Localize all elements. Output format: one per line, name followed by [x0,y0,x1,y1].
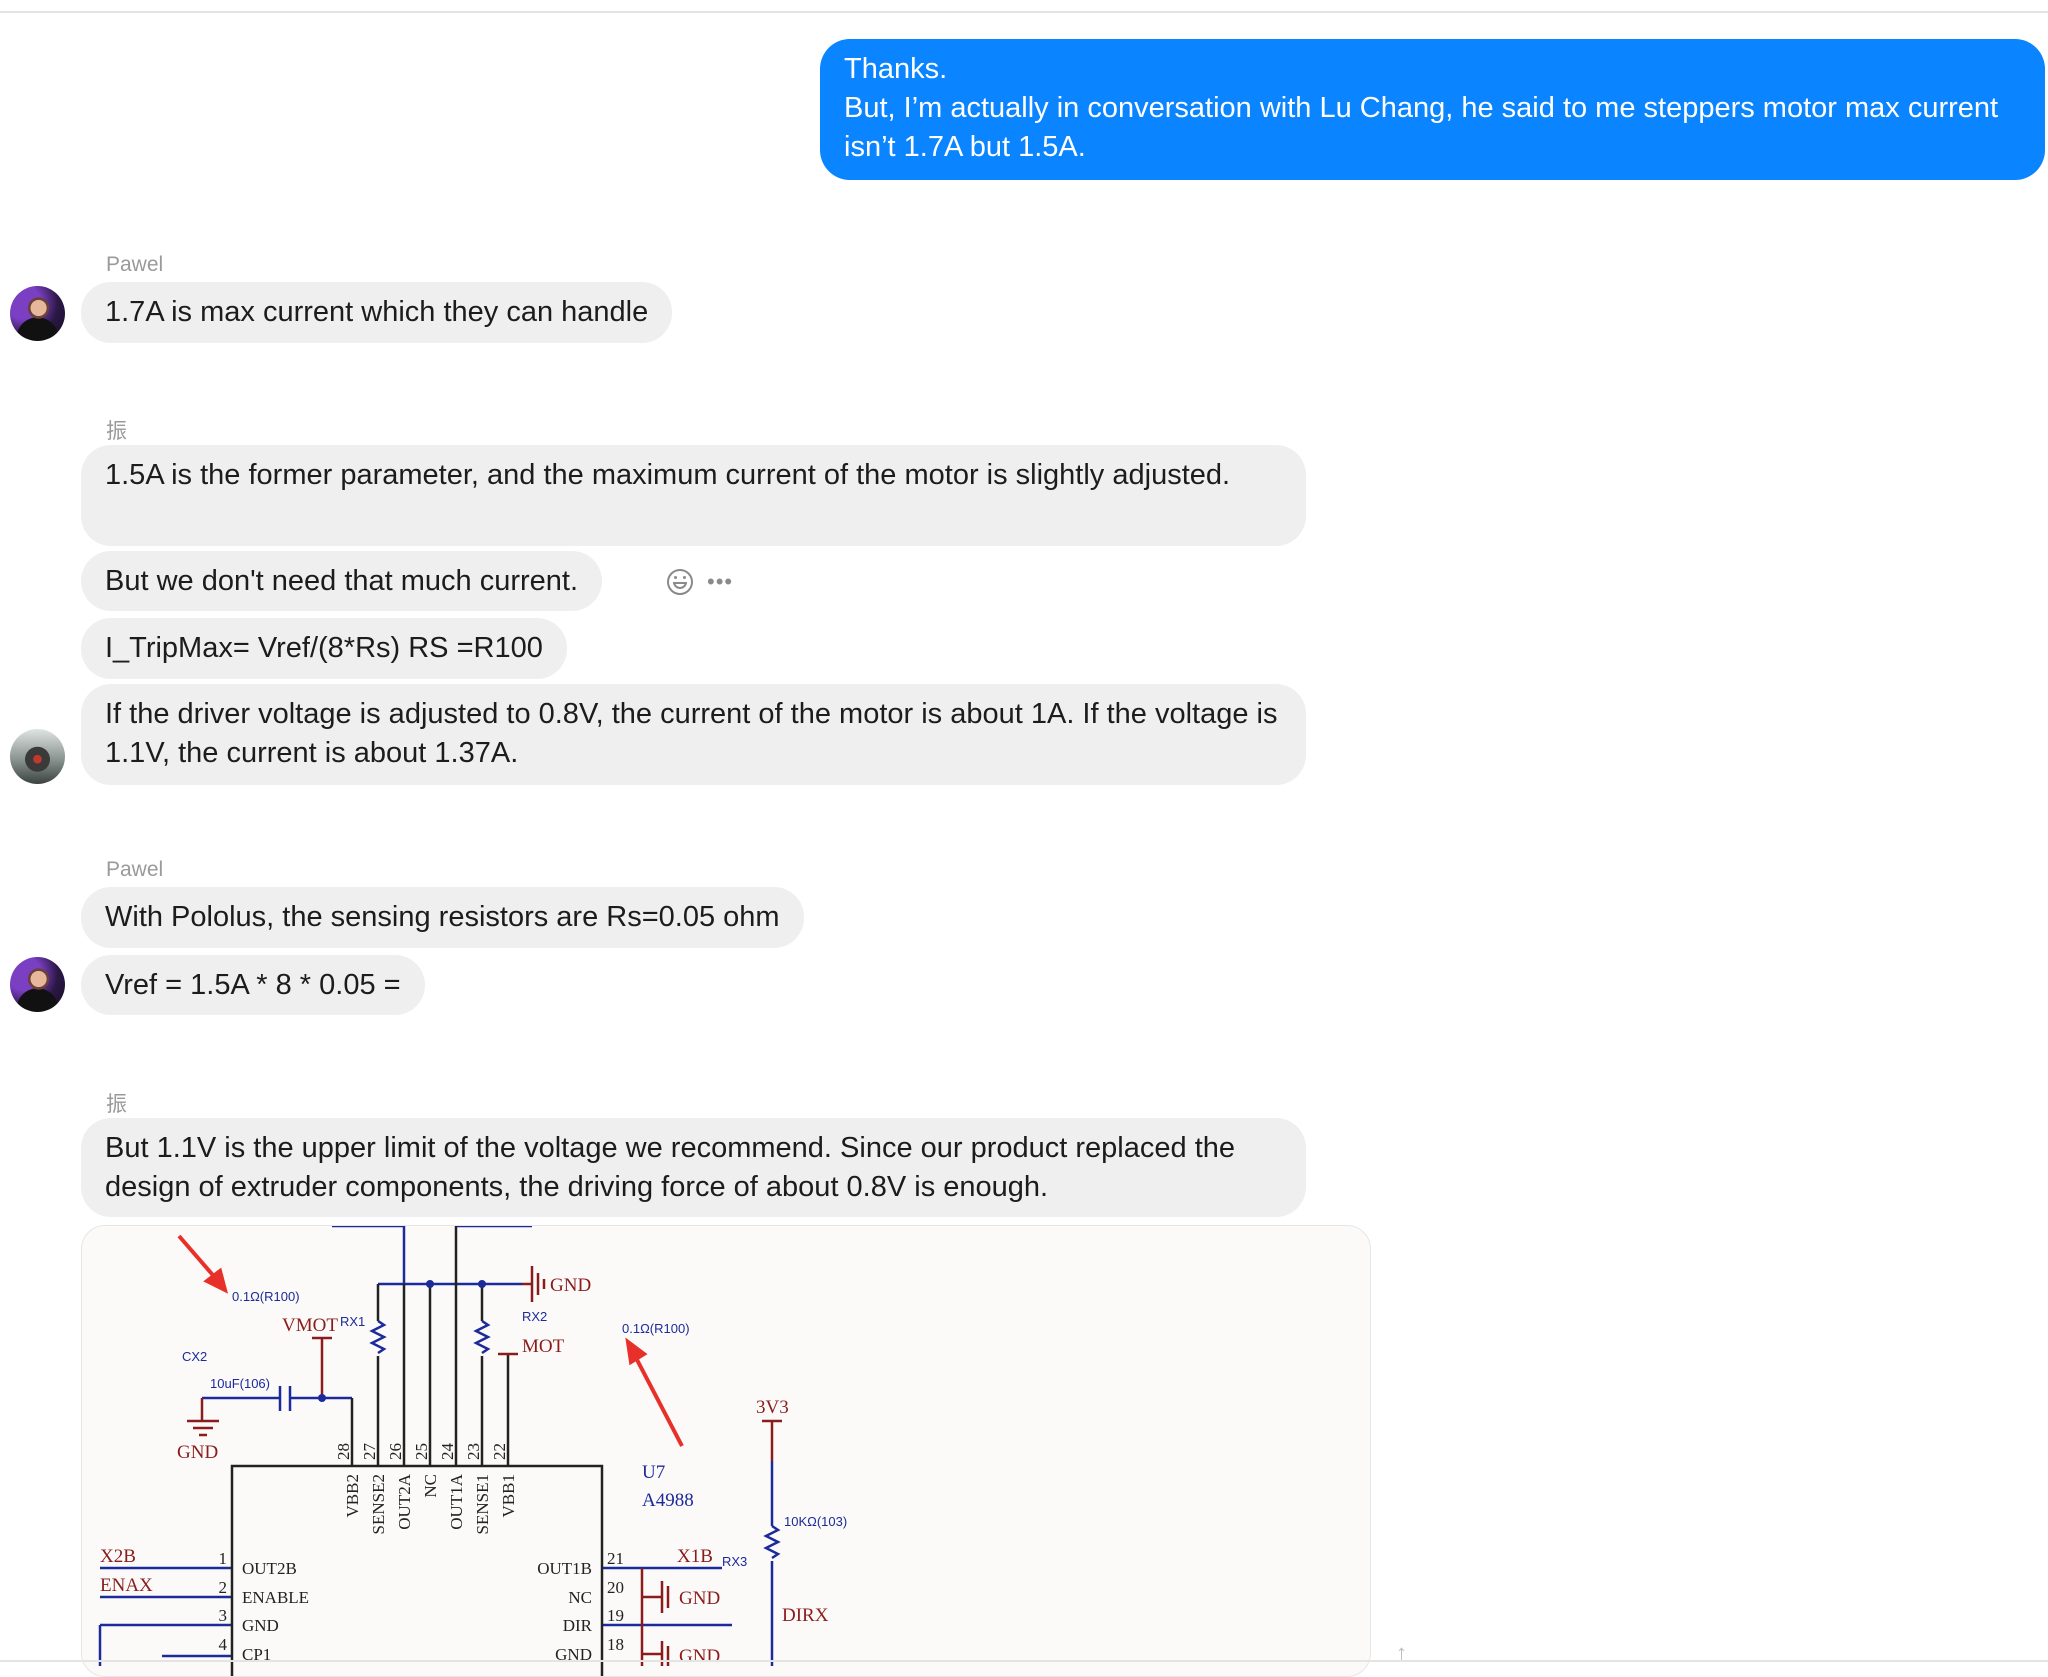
net-label: DIRX [782,1605,829,1626]
avatar-pawel[interactable] [10,286,65,341]
pin-name: OUT2A [395,1473,414,1529]
pin-name: CP1 [242,1645,271,1664]
avatar-zhen[interactable] [10,729,65,784]
emoji-icon[interactable] [667,569,693,595]
pin-number: 23 [464,1443,483,1460]
bottom-divider [0,1660,2048,1662]
sender-name: Pawel [106,253,164,276]
message-bubble[interactable]: 1.5A is the former parameter, and the ma… [81,445,1306,546]
pin-name: NC [568,1588,592,1607]
net-label: ENAX [100,1575,153,1596]
label-rx3: RX3 [722,1554,747,1569]
message-bubble[interactable]: But we don't need that much current. [81,551,603,611]
pin-number: 21 [607,1549,624,1568]
message-line: Thanks. [844,53,948,85]
pin-number: 27 [360,1443,379,1461]
resistor-icons [278,1319,781,1666]
pin-number: 3 [219,1606,228,1625]
pin-number: 19 [607,1606,624,1625]
label-gnd: GND [177,1442,218,1463]
message-bubble[interactable]: But 1.1V is the upper limit of the volta… [81,1118,1306,1217]
label-a4988: A4988 [642,1490,694,1511]
label-gnd: GND [550,1275,591,1296]
pin-name: GND [242,1616,279,1635]
pin-number: 24 [438,1443,457,1461]
my-message[interactable]: Thanks. But, I’m actually in conversatio… [820,39,2045,180]
sender-name: 振 [106,420,127,443]
net-label: X1B [677,1546,713,1567]
message-bubble[interactable]: I_TripMax= Vref/(8*Rs) RS =R100 [81,618,567,679]
label-u7: U7 [642,1462,665,1483]
arrow-up-icon[interactable]: ↑ [1396,1640,1407,1665]
pin-number: 25 [412,1443,431,1460]
label-rx2: RX2 [522,1309,547,1324]
pin-name: SENSE2 [369,1474,388,1534]
label-cx2: CX2 [182,1349,207,1364]
label-vmot: VMOT [282,1315,338,1336]
label-capacitor: 10uF(106) [210,1376,270,1391]
pin-number: 22 [490,1443,509,1460]
message-bubble[interactable]: 1.7A is max current which they can handl… [81,282,673,343]
more-icon[interactable]: ••• [707,569,734,594]
pin-number: 26 [386,1443,405,1460]
top-divider [0,11,2048,13]
net-label: X2B [100,1546,136,1567]
label-r100: 0.1Ω(R100) [622,1321,690,1336]
pin-name: OUT1A [447,1473,466,1529]
pin-name: VBB2 [343,1474,362,1517]
message-bubble[interactable]: Vref = 1.5A * 8 * 0.05 = [81,955,425,1015]
message-bubble[interactable]: If the driver voltage is adjusted to 0.8… [81,684,1306,785]
schematic-image[interactable]: RX1 RX2 RX3 0.1Ω(R100) 0.1Ω(R100) CX2 10… [81,1225,1371,1677]
a4988-schematic: RX1 RX2 RX3 0.1Ω(R100) 0.1Ω(R100) CX2 10… [98,1226,847,1676]
pin-number: 4 [219,1635,228,1654]
pin-name: DIR [563,1616,593,1635]
pin-number: 2 [219,1578,228,1597]
pin-name: ENABLE [242,1588,309,1607]
pin-name: SENSE1 [473,1474,492,1534]
pin-number: 18 [607,1635,624,1654]
pin-name: OUT1B [537,1559,592,1578]
pin-name: NC [421,1474,440,1498]
pin-name: GND [555,1645,592,1664]
label-mot: MOT [522,1336,565,1357]
label-r100: 0.1Ω(R100) [232,1289,300,1304]
message-line: But, I’m actually in conversation with L… [844,92,1999,163]
pin-name: OUT2B [242,1559,297,1578]
sender-name: 振 [106,1093,127,1116]
pin-number: 20 [607,1578,624,1597]
avatar-pawel[interactable] [10,957,65,1012]
arrow-icons [177,1234,684,1447]
pin-name: VBB1 [499,1474,518,1517]
pin-number: 28 [334,1443,353,1460]
pin-number: 1 [219,1549,228,1568]
net-label: GND [679,1646,720,1667]
label-rx1: RX1 [340,1314,365,1329]
label-resistor: 10KΩ(103) [784,1514,847,1529]
sender-name: Pawel [106,858,164,881]
net-label: GND [679,1588,720,1609]
label-3v3: 3V3 [756,1397,789,1418]
message-bubble[interactable]: With Pololus, the sensing resistors are … [81,887,804,948]
